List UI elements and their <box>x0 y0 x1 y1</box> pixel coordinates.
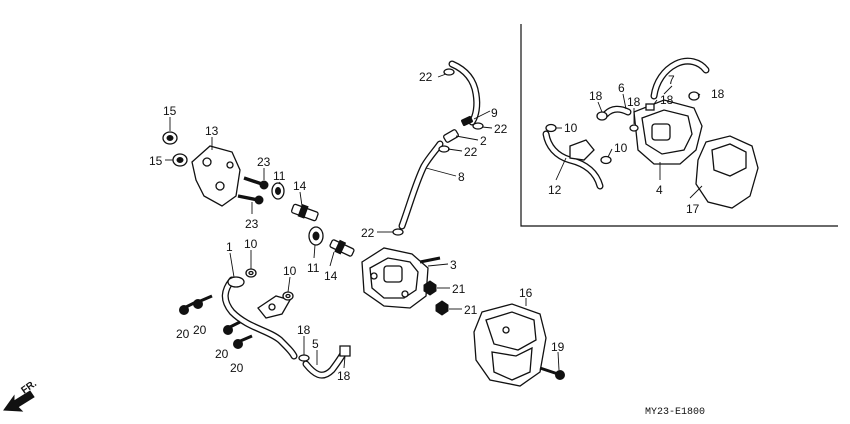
joint-2 <box>443 129 459 143</box>
callout: 10 <box>564 121 578 135</box>
connector-9 <box>461 115 473 127</box>
callout: 10 <box>283 264 297 278</box>
inset-frame <box>520 24 838 227</box>
fuel-pump-3 <box>361 247 441 309</box>
fuel-pipe-1 <box>221 276 298 360</box>
callout: 22 <box>494 122 508 136</box>
inset-washer-10-b <box>600 155 612 165</box>
callout: 11 <box>307 261 320 275</box>
clip-22-a <box>472 122 484 130</box>
callout: 20 <box>230 361 244 375</box>
arrow-icon <box>3 390 35 412</box>
callout: 6 <box>618 81 625 95</box>
callout: 7 <box>668 73 675 87</box>
callout: 23 <box>245 217 259 231</box>
callout: 18 <box>337 369 351 383</box>
callout: 20 <box>193 323 207 337</box>
callout: 18 <box>589 89 603 103</box>
bolt-23-upper <box>243 176 269 190</box>
callout: 20 <box>176 327 190 341</box>
callout: 18 <box>660 93 674 107</box>
callout: 17 <box>686 202 700 216</box>
callout: 21 <box>452 282 466 296</box>
joint-14-lower <box>329 239 355 257</box>
callout: 18 <box>711 87 725 101</box>
collar-11-lower <box>308 226 324 246</box>
callout: 16 <box>519 286 533 300</box>
bolt-19 <box>539 366 565 380</box>
nut-21-upper <box>423 280 437 296</box>
washer-10-a <box>245 268 257 278</box>
callouts-inset: 18 6 7 18 18 10 18 10 12 4 17 <box>548 73 725 216</box>
callout: 18 <box>297 323 311 337</box>
callout: 5 <box>312 337 319 351</box>
inset-clip-18-a <box>596 111 608 121</box>
inset-clip-18-c <box>645 103 655 111</box>
callout: 11 <box>273 169 286 183</box>
callout: 10 <box>614 141 628 155</box>
callout: 13 <box>205 124 219 138</box>
direction-label: FR. <box>19 378 39 396</box>
callout: 3 <box>450 258 457 272</box>
callout: 15 <box>163 104 177 118</box>
nut-21-lower <box>435 300 449 316</box>
inset-pipe-12 <box>542 130 604 190</box>
clip-22-b <box>438 145 450 153</box>
inset-pump-4 <box>633 99 703 165</box>
leader-lines <box>165 73 703 371</box>
callout: 14 <box>324 269 338 283</box>
diagram-code: MY23-E1800 <box>645 407 705 418</box>
clip-18-a <box>298 354 310 362</box>
callout: 21 <box>464 303 478 317</box>
callout: 15 <box>149 154 163 168</box>
callout: 2 <box>480 134 487 148</box>
joint-14-upper <box>290 203 319 222</box>
callout: 23 <box>257 155 271 169</box>
clip-22-top <box>443 68 455 76</box>
callout: 9 <box>491 106 498 120</box>
callout: 22 <box>464 145 478 159</box>
callout: 22 <box>419 70 433 84</box>
bolt-20-c <box>223 320 241 335</box>
clip-18-b <box>339 345 351 357</box>
rubber-15-lower <box>172 153 188 167</box>
callout: 20 <box>215 347 229 361</box>
inset-cover-17 <box>695 135 759 209</box>
bolt-23-lower <box>237 194 264 205</box>
callout: 12 <box>548 183 562 197</box>
callout: 1 <box>226 240 233 254</box>
bolt-20-d <box>233 334 253 349</box>
callout: 8 <box>458 170 465 184</box>
collar-11-upper <box>271 182 285 200</box>
callout: 4 <box>656 183 663 197</box>
washer-10-b <box>282 291 294 301</box>
bracket-13 <box>191 145 241 207</box>
callout: 10 <box>244 237 258 251</box>
inset-clip-18-b <box>629 124 639 132</box>
bolt-20-b <box>193 294 213 309</box>
cover-16 <box>473 303 547 387</box>
clip-22-c <box>392 228 404 236</box>
inset-clip-18-d <box>688 91 700 101</box>
callouts-main: 15 15 13 23 23 11 14 11 14 1 10 10 20 20… <box>149 70 565 383</box>
front-direction-arrow: FR. <box>3 378 39 412</box>
inset-washer-10-a <box>545 123 557 133</box>
callout: 22 <box>361 226 375 240</box>
callout: 19 <box>551 340 565 354</box>
callout: 14 <box>293 179 307 193</box>
rubber-15-upper <box>162 131 178 145</box>
callout: 18 <box>627 95 641 109</box>
